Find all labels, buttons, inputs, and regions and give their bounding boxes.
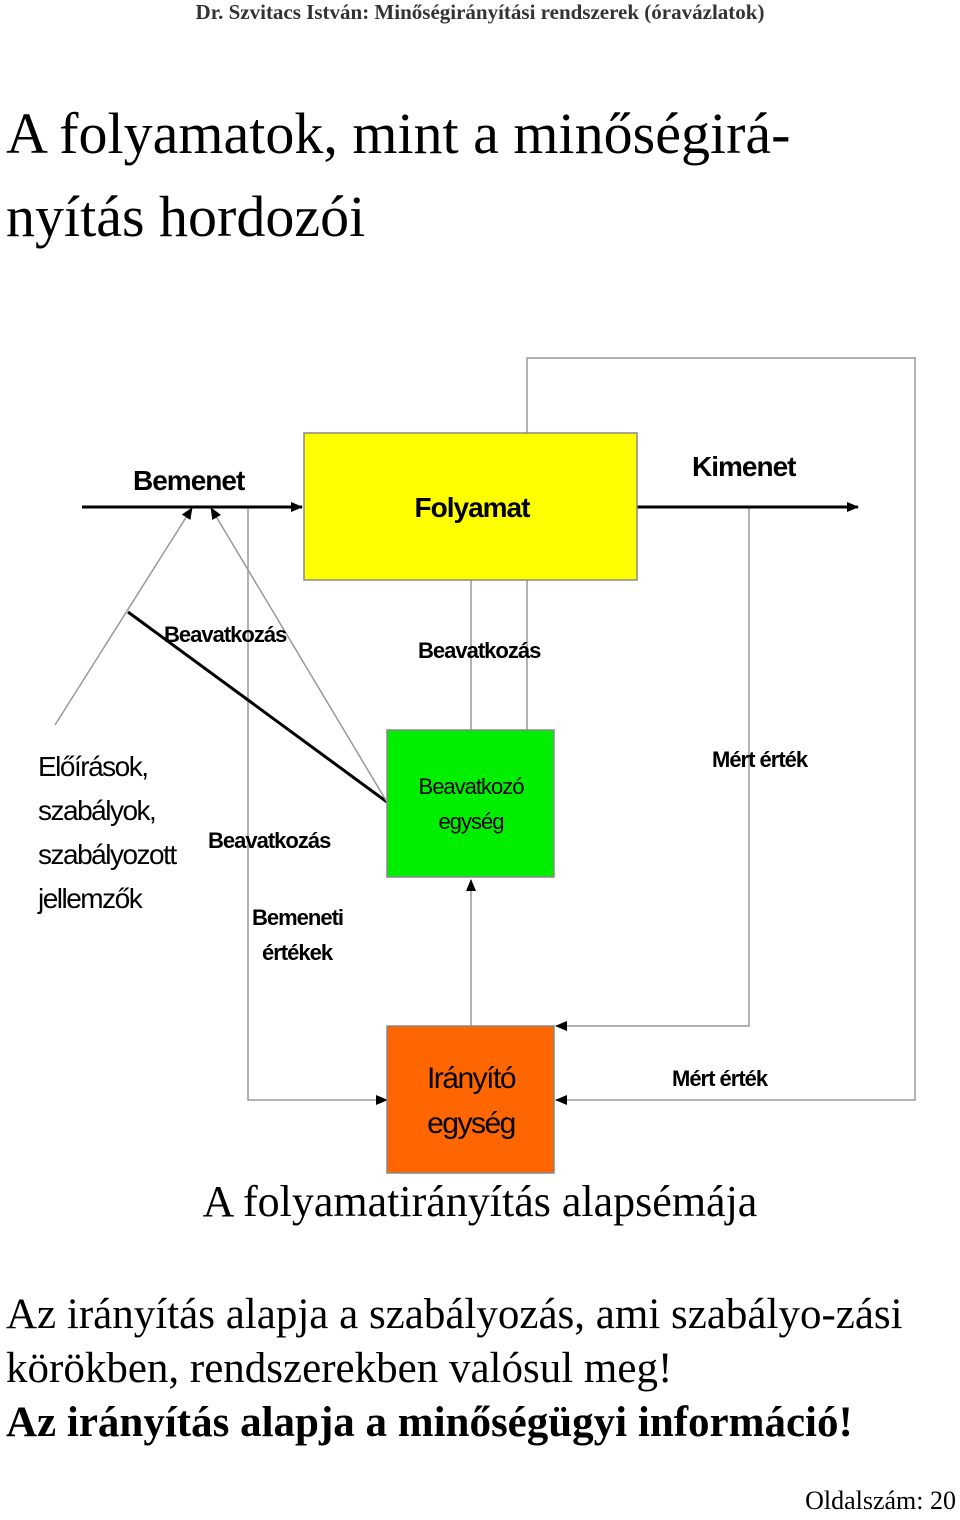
label-eloirasok-3: szabályozott (38, 839, 177, 870)
paragraph-quality-info: Az irányítás alapja a minőségügyi inform… (6, 1399, 853, 1446)
label-beavatkozo-2: egység (439, 809, 504, 834)
label-bemeneti-1: Bemeneti (252, 905, 343, 930)
label-iranyito-1: Irányító (427, 1062, 516, 1095)
label-folyamat: Folyamat (415, 492, 531, 523)
page-header: Dr. Szvitacs István: Minőségirányítási r… (195, 0, 765, 24)
controller-box (386, 1025, 555, 1174)
feedback-loop-inner (555, 508, 750, 1031)
process-box (303, 432, 638, 581)
title-line-2: nyítás hordozói (6, 184, 366, 249)
page-title: A folyamatok, mint a minőségirá- nyítás … (6, 92, 946, 258)
actuator-to-input-arrow (210, 507, 388, 803)
actuator-to-input-line (127, 610, 388, 804)
label-eloirasok-4: jellemzők (37, 883, 144, 914)
title-line-1: A folyamatok, mint a minőségirá- (6, 101, 791, 166)
label-beavatkozas-mid: Beavatkozás (208, 828, 331, 853)
label-eloirasok-2: szabályok, (38, 795, 155, 826)
label-beavatkozo-1: Beavatkozó (419, 774, 525, 799)
label-beavatkozas-left: Beavatkozás (164, 622, 287, 647)
label-iranyito-2: egység (427, 1107, 515, 1140)
label-bemenet: Bemenet (133, 465, 245, 496)
process-control-diagram: Bemenet Folyamat Kimenet Beavatkozás Bea… (37, 357, 916, 1174)
actuator-box (386, 729, 555, 878)
label-mert-ertek-bottom: Mért érték (672, 1066, 769, 1091)
label-eloirasok-1: Előírások, (38, 751, 148, 782)
label-kimenet: Kimenet (692, 451, 796, 482)
page-number: Oldalszám: 20 (805, 1486, 956, 1515)
label-beavatkozas-center: Beavatkozás (418, 638, 541, 663)
input-values-line (247, 508, 388, 1105)
paragraph-regulation: Az irányítás alapja a szabályozás, ami s… (6, 1291, 903, 1392)
diagram-caption: A folyamatirányítás alapsémája (202, 1177, 758, 1226)
label-bemeneti-2: értékek (262, 940, 334, 965)
label-mert-ertek-top: Mért érték (712, 747, 809, 772)
rules-to-input-line (54, 507, 193, 726)
